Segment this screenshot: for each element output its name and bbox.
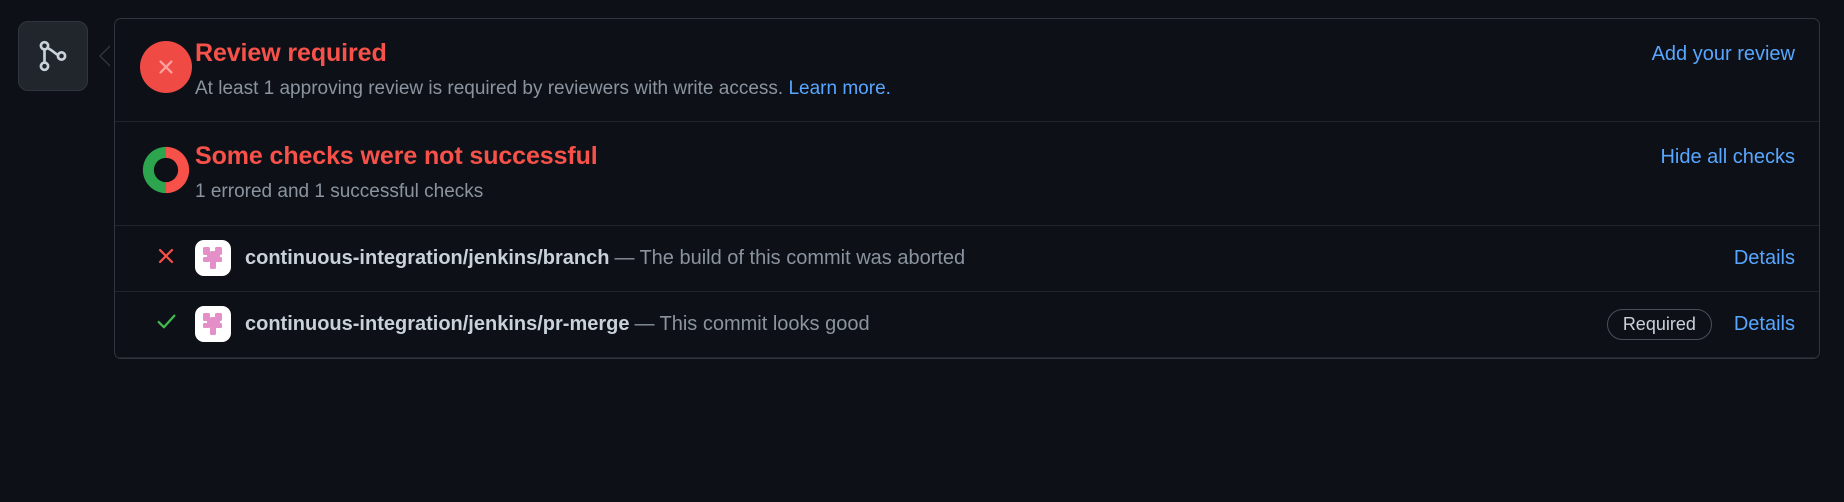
add-your-review-action: Add your review <box>1632 39 1795 66</box>
check-row-actions: Required Details <box>1589 308 1795 340</box>
review-required-subtitle-text: At least 1 approving review is required … <box>195 77 784 99</box>
review-required-subtitle: At least 1 approving review is required … <box>195 77 1632 102</box>
check-dash: — <box>634 312 655 335</box>
timeline-connector <box>88 21 114 91</box>
x-icon <box>154 244 178 273</box>
checks-status-subtitle: 1 errored and 1 successful checks <box>195 181 484 203</box>
details-link[interactable]: Details <box>1733 246 1795 269</box>
donut-progress-icon <box>140 144 192 196</box>
section-review-required: Review required At least 1 approving rev… <box>115 19 1819 123</box>
jenkins-avatar <box>195 306 231 343</box>
check-label: continuous-integration/jenkins/branch—Th… <box>245 247 1716 270</box>
check-name: continuous-integration/jenkins/pr-merge <box>245 312 630 335</box>
timeline-badge <box>18 21 88 91</box>
checks-status-icon-wrap <box>137 142 195 196</box>
checks-status-body: Some checks were not successful 1 errore… <box>195 142 1640 204</box>
check-dash: — <box>614 246 635 269</box>
check-status-error <box>137 244 195 273</box>
git-branch-icon <box>36 39 70 73</box>
review-required-title: Review required <box>195 39 387 67</box>
check-description: The build of this commit was aborted <box>639 246 966 269</box>
table-row[interactable]: continuous-integration/jenkins/pr-merge—… <box>115 292 1819 358</box>
check-description: This commit looks good <box>659 312 870 335</box>
jenkins-avatar <box>195 240 231 277</box>
check-row-actions: Details <box>1716 247 1795 270</box>
details-link[interactable]: Details <box>1733 312 1795 335</box>
check-status-success <box>137 309 195 339</box>
table-row[interactable]: continuous-integration/jenkins/branch—Th… <box>115 226 1819 292</box>
x-circle-icon <box>140 41 192 93</box>
hide-all-checks-button[interactable]: Hide all checks <box>1660 146 1795 169</box>
section-checks-status: Some checks were not successful 1 errore… <box>115 122 1819 226</box>
merge-box: Review required At least 1 approving rev… <box>114 18 1820 359</box>
add-your-review-button[interactable]: Add your review <box>1651 43 1795 65</box>
check-name: continuous-integration/jenkins/branch <box>245 246 610 269</box>
checks-status-title: Some checks were not successful <box>195 142 598 171</box>
review-status-icon-wrap <box>137 39 195 93</box>
hide-all-checks-action: Hide all checks <box>1640 142 1795 169</box>
check-label: continuous-integration/jenkins/pr-merge—… <box>245 313 1589 336</box>
review-required-body: Review required At least 1 approving rev… <box>195 39 1632 101</box>
required-badge: Required <box>1606 308 1712 340</box>
check-icon <box>154 309 179 339</box>
learn-more-link[interactable]: Learn more. <box>788 77 891 99</box>
